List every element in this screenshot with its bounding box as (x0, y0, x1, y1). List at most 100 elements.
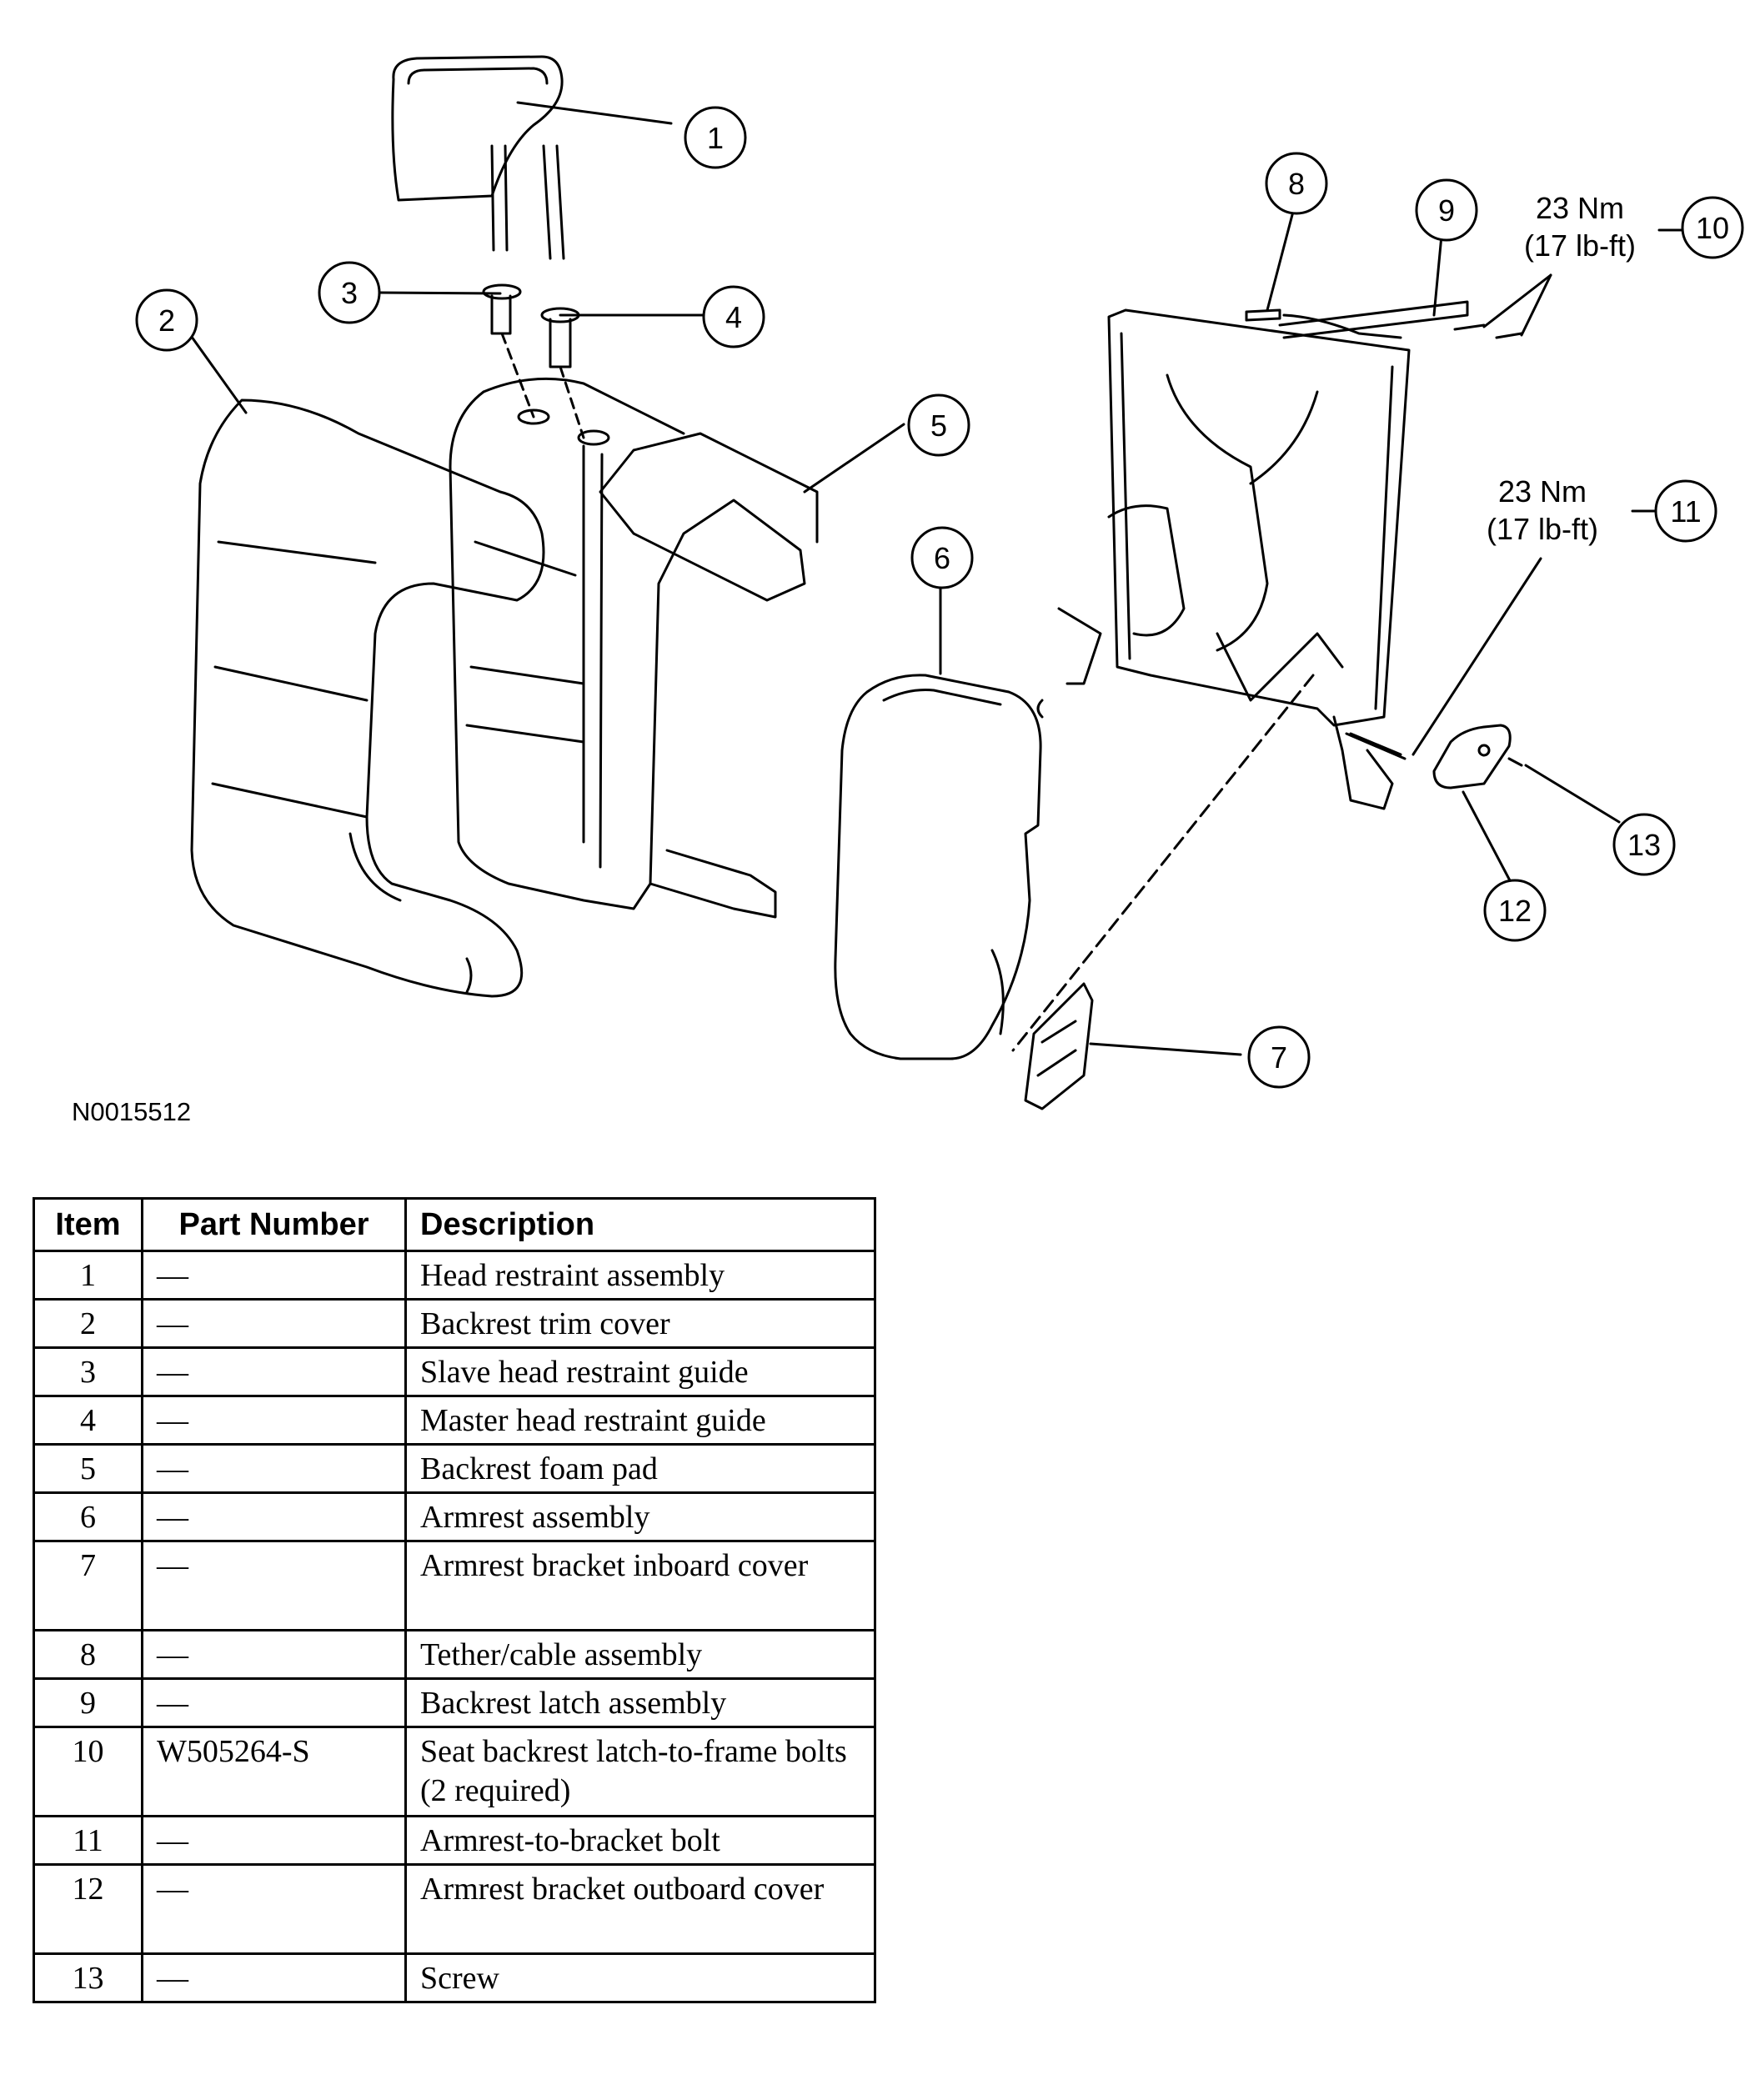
svg-text:9: 9 (1438, 193, 1455, 228)
description-cell: Armrest-to-bracket bolt (404, 1815, 876, 1866)
item-cell: 9 (33, 1677, 143, 1728)
callout-1: 1 (684, 106, 747, 169)
backrest-trim-cover-drawing (190, 398, 545, 998)
table-row: 10 W505264-S Seat backrest latch-to-fram… (33, 1726, 876, 1817)
header-description: Description (404, 1197, 876, 1252)
armrest-bracket-inboard-drawing (1024, 982, 1094, 1110)
svg-text:12: 12 (1498, 894, 1532, 928)
item-cell: 5 (33, 1443, 143, 1494)
svg-text:4: 4 (725, 300, 742, 334)
description-cell: Armrest assembly (404, 1491, 876, 1542)
svg-text:13: 13 (1627, 828, 1661, 862)
svg-text:11: 11 (1670, 494, 1701, 529)
item-cell: 11 (33, 1815, 143, 1866)
armrest-drawing (834, 674, 1042, 1060)
svg-text:(17 lb-ft): (17 lb-ft) (1487, 512, 1598, 546)
part-number-cell: — (141, 1443, 407, 1494)
callout-12: 12 (1483, 879, 1547, 942)
callout-5: 5 (907, 393, 970, 457)
backrest-foam-pad-drawing (449, 377, 819, 919)
table-row: 8 — Tether/cable assembly (33, 1629, 876, 1680)
part-number-cell: — (141, 1491, 407, 1542)
part-number-cell: W505264-S (141, 1726, 407, 1817)
part-number-cell: — (141, 1629, 407, 1680)
svg-text:3: 3 (341, 276, 358, 310)
item-cell: 3 (33, 1346, 143, 1397)
description-cell: Master head restraint guide (404, 1395, 876, 1446)
table-row: 9 — Backrest latch assembly (33, 1677, 876, 1728)
table-row: 1 — Head restraint assembly (33, 1250, 876, 1301)
table-row: 7 — Armrest bracket inboard cover (33, 1540, 876, 1631)
callout-13: 13 (1612, 813, 1676, 876)
svg-text:7: 7 (1271, 1040, 1287, 1075)
item-cell: 4 (33, 1395, 143, 1446)
exploded-view-diagram: 1 2 3 4 5 6 7 8 9 10 11 12 (135, 55, 1744, 1110)
figure-id: N0015512 (72, 1097, 192, 1126)
callout-7: 7 (1247, 1025, 1311, 1089)
torque-label-11: 23 Nm (17 lb-ft) (1487, 474, 1598, 546)
part-number-cell: — (141, 1346, 407, 1397)
description-cell: Tether/cable assembly (404, 1629, 876, 1680)
svg-text:5: 5 (930, 408, 947, 443)
header-item: Item (33, 1197, 143, 1252)
callout-6: 6 (910, 526, 974, 589)
svg-text:10: 10 (1696, 211, 1729, 245)
item-cell: 2 (33, 1298, 143, 1349)
description-cell: Armrest bracket inboard cover (404, 1540, 876, 1631)
table-header-row: Item Part Number Description (33, 1197, 876, 1252)
item-cell: 10 (33, 1726, 143, 1817)
callout-4: 4 (702, 285, 765, 348)
table-row: 13 — Screw (33, 1952, 876, 2003)
description-cell: Screw (404, 1952, 876, 2003)
item-cell: 8 (33, 1629, 143, 1680)
leader-lines (188, 101, 1686, 1056)
description-cell: Head restraint assembly (404, 1250, 876, 1301)
svg-text:(17 lb-ft): (17 lb-ft) (1524, 228, 1636, 263)
parts-table: Item Part Number Description 1 — Head re… (33, 1197, 876, 2003)
armrest-bracket-outboard-drawing (1432, 724, 1523, 789)
svg-text:1: 1 (707, 121, 724, 155)
svg-text:23 Nm: 23 Nm (1536, 191, 1624, 225)
item-cell: 13 (33, 1952, 143, 2003)
head-restraint-drawing (391, 55, 565, 260)
description-cell: Slave head restraint guide (404, 1346, 876, 1397)
callout-11: 11 (1654, 479, 1717, 543)
item-cell: 12 (33, 1863, 143, 1955)
table-row: 11 — Armrest-to-bracket bolt (33, 1815, 876, 1866)
table-row: 6 — Armrest assembly (33, 1491, 876, 1542)
description-cell: Backrest latch assembly (404, 1677, 876, 1728)
part-number-cell: — (141, 1863, 407, 1955)
callout-3: 3 (318, 261, 381, 324)
table-row: 12 — Armrest bracket outboard cover (33, 1863, 876, 1955)
part-number-cell: — (141, 1815, 407, 1866)
part-number-cell: — (141, 1952, 407, 2003)
head-restraint-guides-drawing (482, 283, 585, 439)
item-cell: 6 (33, 1491, 143, 1542)
description-cell: Armrest bracket outboard cover (404, 1863, 876, 1955)
table-row: 2 — Backrest trim cover (33, 1298, 876, 1349)
torque-label-10: 23 Nm (17 lb-ft) (1524, 191, 1636, 263)
header-part-number: Part Number (141, 1197, 407, 1252)
item-cell: 7 (33, 1540, 143, 1631)
description-cell: Backrest foam pad (404, 1443, 876, 1494)
table-row: 3 — Slave head restraint guide (33, 1346, 876, 1397)
callout-2: 2 (135, 288, 198, 352)
callout-9: 9 (1415, 178, 1478, 242)
part-number-cell: — (141, 1250, 407, 1301)
svg-text:6: 6 (934, 541, 950, 575)
part-number-cell: — (141, 1540, 407, 1631)
part-number-cell: — (141, 1395, 407, 1446)
callout-8: 8 (1265, 152, 1328, 215)
svg-text:8: 8 (1288, 167, 1305, 201)
description-cell: Seat backrest latch-to-frame bolts (2 re… (404, 1726, 876, 1817)
callout-10: 10 (1681, 196, 1744, 259)
table-row: 5 — Backrest foam pad (33, 1443, 876, 1494)
part-number-cell: — (141, 1298, 407, 1349)
backrest-frame-drawing (1011, 300, 1523, 1052)
svg-text:23 Nm: 23 Nm (1498, 474, 1587, 509)
part-number-cell: — (141, 1677, 407, 1728)
svg-text:2: 2 (158, 303, 175, 338)
description-cell: Backrest trim cover (404, 1298, 876, 1349)
table-row: 4 — Master head restraint guide (33, 1395, 876, 1446)
item-cell: 1 (33, 1250, 143, 1301)
